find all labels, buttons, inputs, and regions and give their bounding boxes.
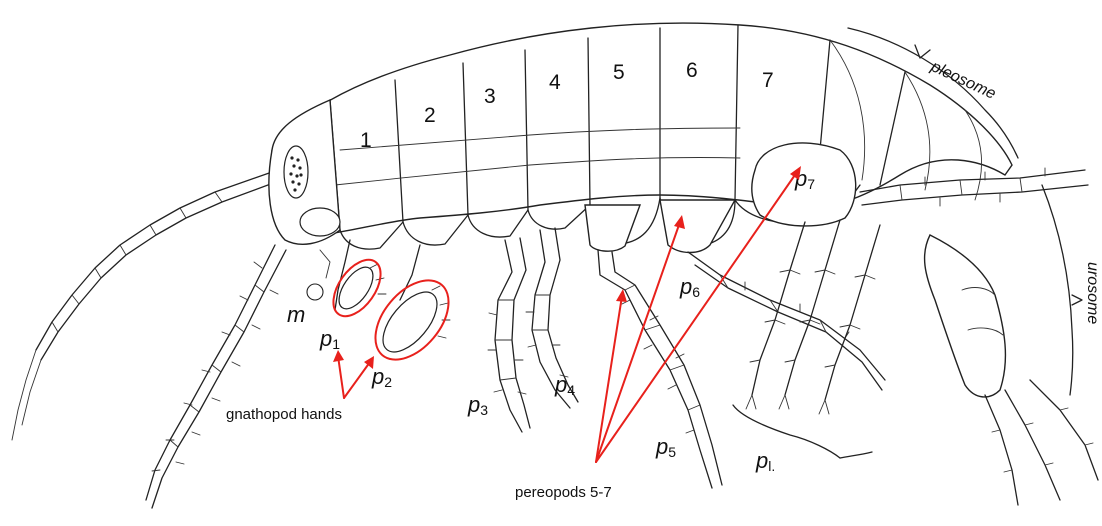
label-m: m [287, 302, 305, 327]
urosome-brace: urosome [1042, 185, 1101, 395]
label-pl: pl. [755, 448, 775, 474]
label-p3: p3 [467, 392, 488, 418]
pereopod-4 [526, 228, 578, 408]
label-p2: p2 [371, 364, 392, 390]
label-p4: p4 [554, 372, 575, 398]
segment-number-2: 2 [424, 104, 436, 127]
antenna-2 [146, 245, 286, 508]
gnathopod-2 [373, 245, 450, 361]
gnathopod-1 [332, 240, 386, 315]
gnathopod-highlight [324, 251, 463, 373]
segment-number-3: 3 [484, 85, 496, 108]
pereopod-3 [488, 238, 530, 432]
urosome-label: urosome [1084, 262, 1101, 324]
segment-number-6: 6 [686, 59, 698, 82]
label-p6: p6 [679, 274, 700, 300]
antenna-1 [12, 172, 276, 440]
label-p1: p1 [319, 326, 340, 352]
pereopods-label: pereopods 5-7 [515, 484, 612, 501]
gnathopod-hands-label: gnathopod hands [226, 406, 342, 423]
segment-number-4: 4 [549, 71, 561, 94]
compound-eye [284, 146, 308, 198]
segment-number-5: 5 [613, 61, 625, 84]
mouthparts [307, 250, 330, 300]
head [269, 100, 340, 244]
gnathopod-arrows [333, 350, 374, 398]
label-p5: p5 [655, 434, 676, 460]
pleopod-brace [733, 405, 872, 458]
segment-number-7: 7 [762, 69, 774, 92]
segment-number-1: 1 [360, 129, 372, 152]
body-outline [272, 23, 1012, 235]
